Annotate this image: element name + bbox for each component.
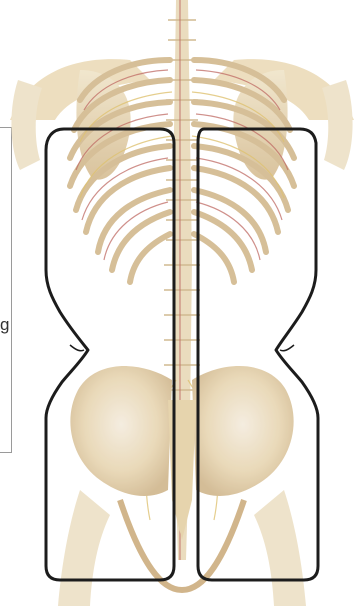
right-femur	[254, 490, 306, 606]
left-waist-notch	[70, 345, 84, 351]
left-iliac	[70, 366, 172, 496]
right-iliac	[192, 366, 294, 496]
left-ribs	[70, 60, 170, 282]
skeleton-illustration	[10, 0, 354, 606]
left-humerus	[11, 80, 42, 170]
sacrum	[168, 400, 196, 540]
left-femur	[58, 490, 110, 606]
right-waist-notch	[280, 345, 294, 351]
right-humerus	[322, 80, 353, 170]
right-ribs	[194, 60, 294, 282]
